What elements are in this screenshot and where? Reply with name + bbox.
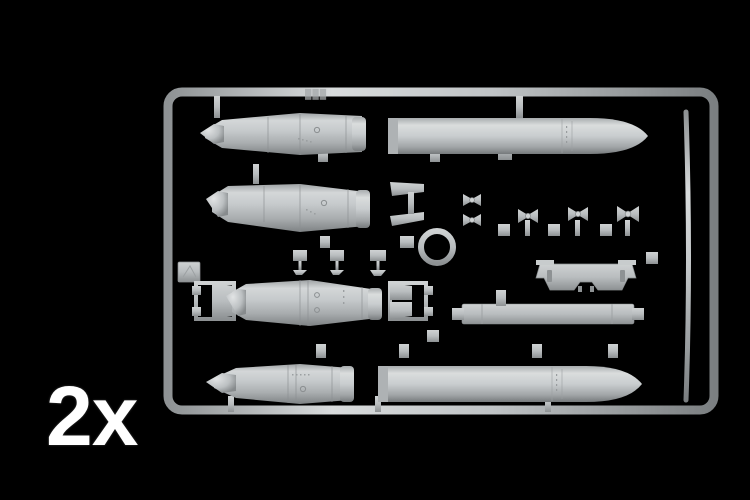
gate: [646, 252, 658, 264]
gate: [430, 148, 440, 162]
gate: [427, 330, 439, 342]
gate: [545, 396, 551, 412]
gate: [548, 224, 560, 236]
part-tail-fin-blades: [390, 182, 424, 226]
gate: [320, 236, 330, 248]
gate: [228, 396, 234, 412]
part-arming-vane-propeller-b: [463, 214, 481, 226]
gate: [318, 148, 328, 162]
gate: [399, 344, 409, 358]
row-2b-small-vanes: [293, 250, 386, 276]
part-sprue-ring: [418, 228, 456, 266]
sprue-emboss-text: ███: [305, 88, 327, 100]
row-2-parts: [206, 164, 639, 248]
part-bomb-body-large-right: [388, 118, 648, 154]
sprue-outer-frame: [163, 87, 719, 415]
gate: [532, 344, 542, 358]
part-fuel-tank-body-large: [378, 366, 642, 402]
quantity-label: 2x: [46, 369, 138, 463]
part-arming-vane-propeller-e: [617, 206, 639, 236]
gate: [496, 290, 506, 306]
part-number-tab: [177, 261, 201, 283]
part-bomb-with-box-tail-fin: [226, 280, 382, 326]
gate: [498, 224, 510, 236]
row-1-parts: [200, 96, 648, 162]
gate: [608, 344, 618, 358]
part-tail-fin-cage-right: [388, 281, 433, 321]
gate: [253, 164, 259, 184]
gate: [316, 344, 326, 358]
gate: [375, 396, 381, 412]
part-arming-vane-propeller-d: [568, 207, 588, 236]
part-bomb-rack-cradle: [535, 260, 637, 292]
gate: [214, 96, 220, 118]
part-bomb-nose-half-lower: [206, 364, 354, 404]
part-thin-blade-strip: [683, 109, 691, 403]
row-3-parts: [177, 228, 658, 342]
part-bomb-rack-rail-bar: [452, 303, 644, 325]
part-arming-vane-propeller-c: [518, 209, 538, 236]
gate: [400, 236, 414, 248]
gate: [600, 224, 612, 236]
part-bomb-nose-half-small: [200, 113, 366, 155]
part-tail-fin-cage-left: [192, 281, 236, 321]
row-4-parts: [206, 344, 642, 412]
part-arming-vane-propeller-a: [463, 194, 481, 206]
gate: [516, 96, 523, 118]
part-bomb-body-half-tapered: [206, 184, 370, 232]
